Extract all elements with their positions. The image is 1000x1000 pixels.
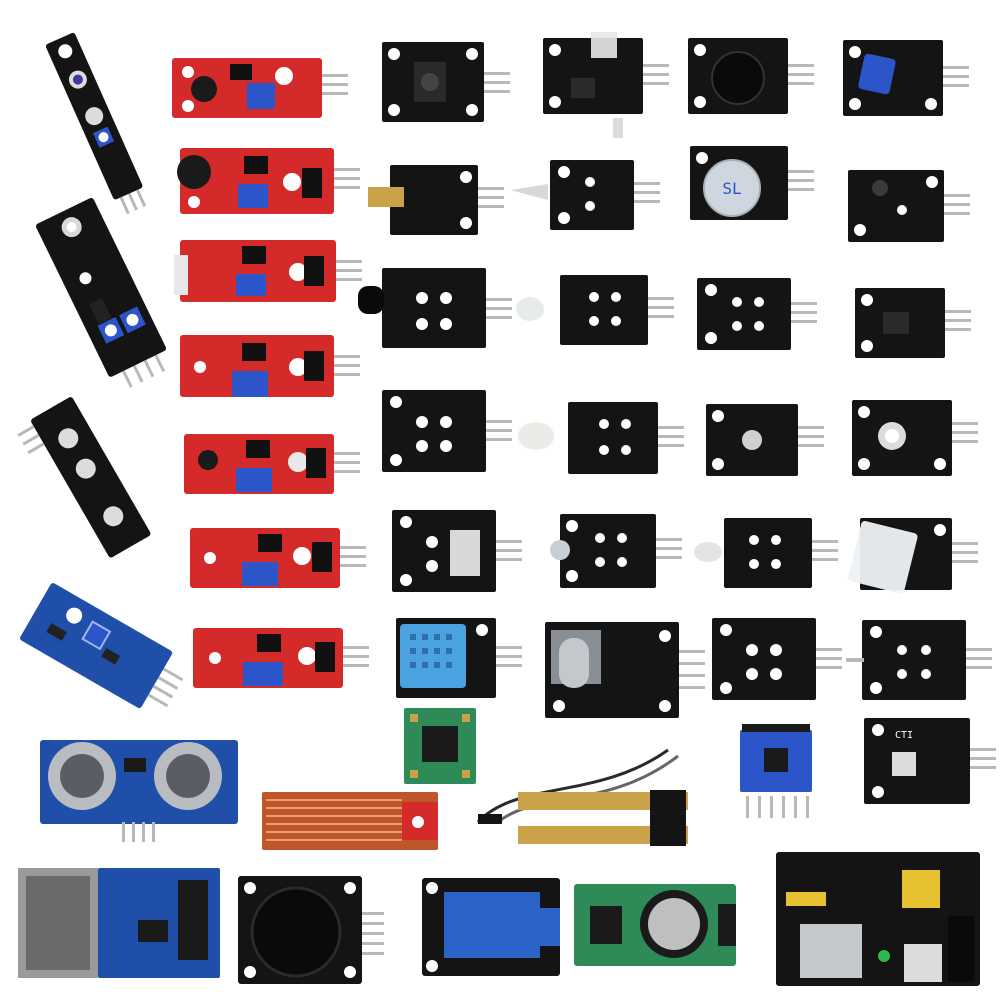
passive-buzzer-module xyxy=(688,38,814,114)
touch-sensor-module xyxy=(846,620,992,700)
level-shifter-module xyxy=(740,724,812,818)
analog-hall-module xyxy=(848,170,970,242)
ir-transmitter-module xyxy=(516,275,674,345)
magic-light-cup-module xyxy=(392,510,522,592)
shock-sensor-module xyxy=(712,618,842,700)
buzzer-marking: SL xyxy=(722,179,741,198)
ir-obstacle-module xyxy=(36,197,167,388)
ultrasonic-sensor-module xyxy=(40,740,238,842)
flame-sensor-module-blue xyxy=(20,583,184,709)
laser-module xyxy=(368,165,504,235)
photo-interrupter-module xyxy=(543,32,669,138)
line-tracker-module-1 xyxy=(45,32,147,215)
rotary-encoder-module xyxy=(545,622,705,718)
red-metal-touch-module xyxy=(190,528,366,588)
potentiometer-module xyxy=(843,40,969,116)
breadboard-power-module xyxy=(776,852,980,986)
ir-tracking-module xyxy=(17,397,151,558)
light-blocking-module xyxy=(382,390,512,472)
soil-moisture-sensor xyxy=(476,748,688,846)
photoresistor-module xyxy=(706,404,824,476)
red-sound-sensor-small xyxy=(172,58,348,118)
rtc-clock-module xyxy=(574,884,736,966)
joystick-module xyxy=(238,876,384,984)
relay-module xyxy=(422,878,560,976)
small-led-module xyxy=(694,518,838,588)
flame-ir-receiver-module xyxy=(550,514,682,588)
button-module xyxy=(382,42,510,122)
digital-temperature-module xyxy=(697,278,817,350)
sd-card-module xyxy=(18,868,220,978)
red-reed-switch-module xyxy=(174,240,362,302)
red-sound-sensor-large xyxy=(177,148,360,214)
red-temperature-sensor-module xyxy=(184,434,360,494)
tilt-switch-module xyxy=(855,288,971,358)
two-color-led-module xyxy=(518,402,684,474)
rgb-smd-led-module: CTI xyxy=(864,718,996,804)
water-level-sensor xyxy=(262,792,438,850)
red-flame-sensor-module xyxy=(193,628,369,688)
active-buzzer-module: SL xyxy=(690,146,814,220)
temperature-probe-module xyxy=(510,160,660,230)
tilt-mercury-module xyxy=(847,518,978,594)
ir-receiver-module xyxy=(358,268,512,348)
mini-dc-dc-converter xyxy=(404,708,476,784)
red-hall-sensor-module xyxy=(180,335,360,397)
rgb-module-marking: CTI xyxy=(895,730,913,741)
dht11-humidity-module xyxy=(396,618,522,698)
rgb-led-module xyxy=(852,400,978,476)
